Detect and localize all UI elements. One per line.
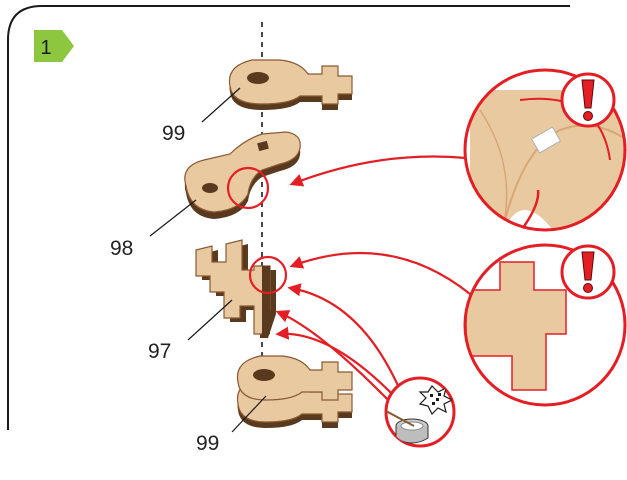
highlight-circle-98 — [226, 166, 270, 210]
exclamation-icon — [560, 72, 616, 128]
part-label-97: 97 — [148, 299, 233, 363]
highlight-circle-97 — [248, 255, 288, 295]
part-label-98: 98 — [110, 199, 197, 260]
exclamation-icon — [560, 244, 616, 300]
svg-text:99: 99 — [162, 122, 185, 145]
svg-text:97: 97 — [148, 340, 171, 363]
panel-frame — [7, 5, 570, 430]
part-label-99-bottom: 99 — [196, 395, 267, 455]
part-97 — [195, 239, 288, 338]
step-badge-shape — [34, 30, 74, 62]
part-99-bottom — [236, 355, 353, 428]
svg-text:99: 99 — [196, 432, 219, 455]
step-badge: 1 — [34, 30, 74, 62]
glue-pot-icon — [384, 376, 456, 448]
svg-text:98: 98 — [110, 237, 133, 260]
part-99-top — [228, 59, 353, 110]
step-number: 1 — [40, 37, 51, 59]
callout-arrows — [275, 155, 471, 405]
part-label-99-top: 99 — [162, 87, 241, 145]
part-98 — [184, 131, 301, 219]
